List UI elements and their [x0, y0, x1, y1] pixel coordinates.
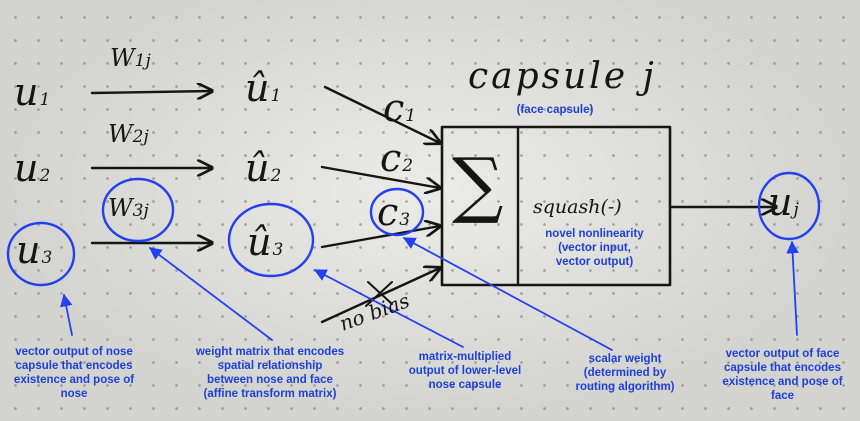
- symbol-u2: u2: [14, 146, 52, 190]
- symbol-uhat1: û1: [245, 66, 283, 110]
- annotation-line: (determined by: [583, 367, 667, 379]
- capsule-subtitle: (face capsule): [516, 104, 594, 116]
- bias-cross-mark: [365, 281, 393, 307]
- annotation-line: between nose and face: [207, 374, 333, 386]
- annotation-line: vector output of face: [725, 348, 840, 360]
- nonlinearity-line-2: (vector input,: [558, 242, 631, 254]
- circle-output: [757, 171, 821, 241]
- symbol-uhat2: û2: [245, 146, 283, 190]
- annotation-line: output of lower-level: [408, 365, 522, 377]
- pointer-face-vector: [786, 240, 799, 336]
- arrow-u1-to-uhat1: [90, 91, 212, 93]
- annotation-line: capsule that encodes: [15, 360, 133, 372]
- symbol-c2: c2: [380, 136, 415, 180]
- annotation-line: face: [770, 390, 795, 402]
- sigma-symbol: ∑: [452, 142, 504, 226]
- annotation-line: nose: [60, 388, 88, 400]
- annotation-line: matrix-multiplied: [418, 351, 512, 363]
- annotation-line: spatial relationship: [217, 360, 323, 372]
- annotation-line: scalar weight: [588, 353, 662, 365]
- pointer-matrix-multiplied: [313, 269, 464, 348]
- nonlinearity-line-3: vector output): [555, 256, 634, 268]
- symbol-u1: u1: [14, 70, 52, 114]
- arrow-uhat2-to-capsule: [320, 165, 440, 188]
- symbol-uhat3: û3: [247, 220, 285, 264]
- annotation-line: routing algorithm): [575, 381, 675, 393]
- nonlinearity-line-1: novel nonlinearity: [545, 228, 644, 240]
- circle-u3: [6, 221, 76, 287]
- symbol-w1j: W1j: [110, 44, 151, 72]
- capsule-title: capsule j: [468, 56, 657, 97]
- circle-c3: [369, 187, 425, 237]
- symbol-c3: c3: [377, 190, 412, 234]
- annotation-line: existence and pose of: [13, 374, 135, 386]
- annotation-line: weight matrix that encodes: [195, 346, 345, 358]
- annotation-line: existence and pose of: [722, 376, 843, 388]
- annotation-line: vector output of nose: [15, 346, 133, 358]
- pointer-scalar-weight: [402, 237, 613, 351]
- circle-uhat3: [227, 202, 315, 278]
- symbol-c1: c1: [383, 86, 418, 130]
- pointer-weight-matrix: [148, 247, 273, 341]
- circle-w3j: [101, 177, 175, 243]
- symbol-u3: u3: [16, 228, 54, 272]
- pointer-nose-vector: [60, 293, 73, 336]
- annotation-line: nose capsule: [428, 379, 502, 391]
- squash-label: squash(-): [533, 196, 622, 218]
- annotation-weight-matrix: weight matrix that encodes spatial relat…: [170, 345, 370, 401]
- arrow-uhat3-to-capsule: [320, 226, 440, 249]
- annotation-line: capsule that encodes: [724, 362, 841, 374]
- nonlinearity-note: novel nonlinearity (vector input, vector…: [522, 227, 667, 269]
- symbol-w2j: W2j: [108, 120, 149, 148]
- annotation-scalar-weight: scalar weight (determined by routing alg…: [550, 352, 700, 394]
- annotation-nose-vector: vector output of nose capsule that encod…: [0, 345, 154, 401]
- annotation-matrix-multiplied: matrix-multiplied output of lower-level …: [380, 350, 550, 392]
- annotation-line: (affine transform matrix): [203, 388, 337, 400]
- annotation-face-vector: vector output of face capsule that encod…: [700, 347, 860, 403]
- symbol-w3j: W3j: [108, 194, 149, 222]
- symbol-output: uj: [768, 180, 800, 224]
- arrow-uhat1-to-capsule: [323, 85, 440, 143]
